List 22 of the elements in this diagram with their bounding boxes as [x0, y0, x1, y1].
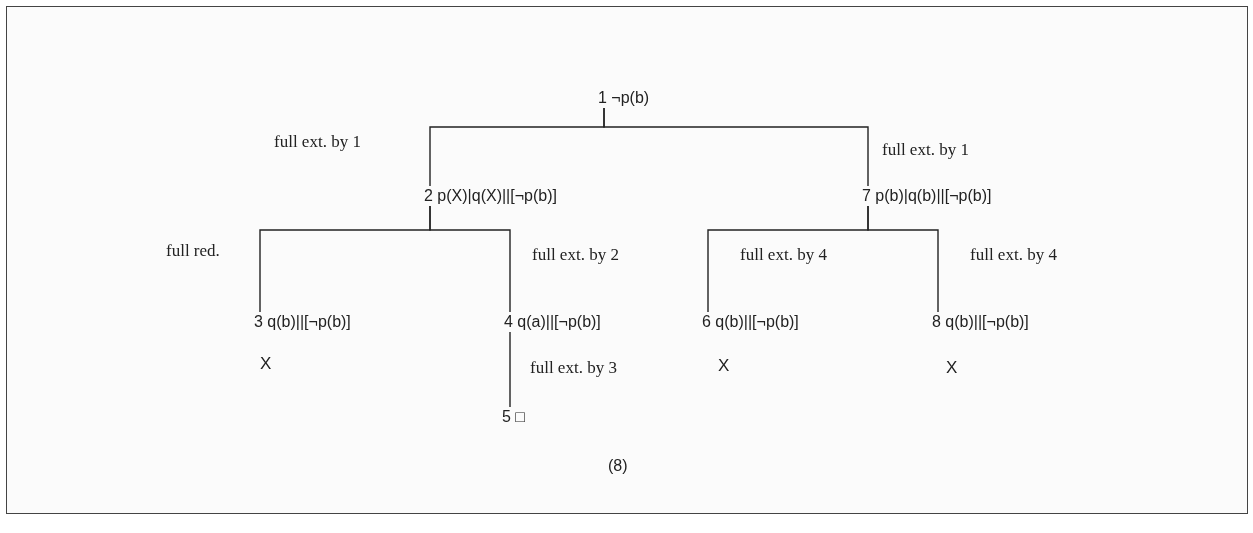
tree-branch-line	[867, 205, 939, 313]
figure-caption: (8)	[608, 456, 628, 476]
closed-branch-mark: X	[946, 358, 958, 378]
closed-branch-mark: X	[260, 354, 272, 374]
clause-label: 6 q(b)||[¬p(b)]	[702, 313, 799, 330]
clause-label: 2 p(X)|q(X)||[¬p(b)]	[424, 187, 557, 204]
clause-label: 3 q(b)||[¬p(b)]	[254, 313, 351, 330]
edge-label: full ext. by 4	[738, 245, 829, 265]
tree-branch-line	[509, 331, 511, 408]
edge-label: full ext. by 4	[968, 245, 1059, 265]
edge-label: full ext. by 1	[880, 140, 971, 160]
edge-label: full ext. by 2	[530, 245, 621, 265]
tree-branch-line	[429, 205, 511, 313]
clause-label: 1 ¬p(b)	[598, 89, 650, 106]
clause-label: 7 p(b)|q(b)||[¬p(b)]	[862, 187, 992, 204]
edge-label: full ext. by 1	[272, 132, 363, 152]
closed-branch-mark: X	[718, 356, 730, 376]
clause-label: 5 □	[502, 408, 525, 425]
clause-label: 8 q(b)||[¬p(b)]	[932, 313, 1029, 330]
edge-label: full ext. by 3	[528, 358, 619, 378]
clause-label: 4 q(a)||[¬p(b)]	[504, 313, 601, 330]
tree-branch-line	[603, 107, 869, 187]
